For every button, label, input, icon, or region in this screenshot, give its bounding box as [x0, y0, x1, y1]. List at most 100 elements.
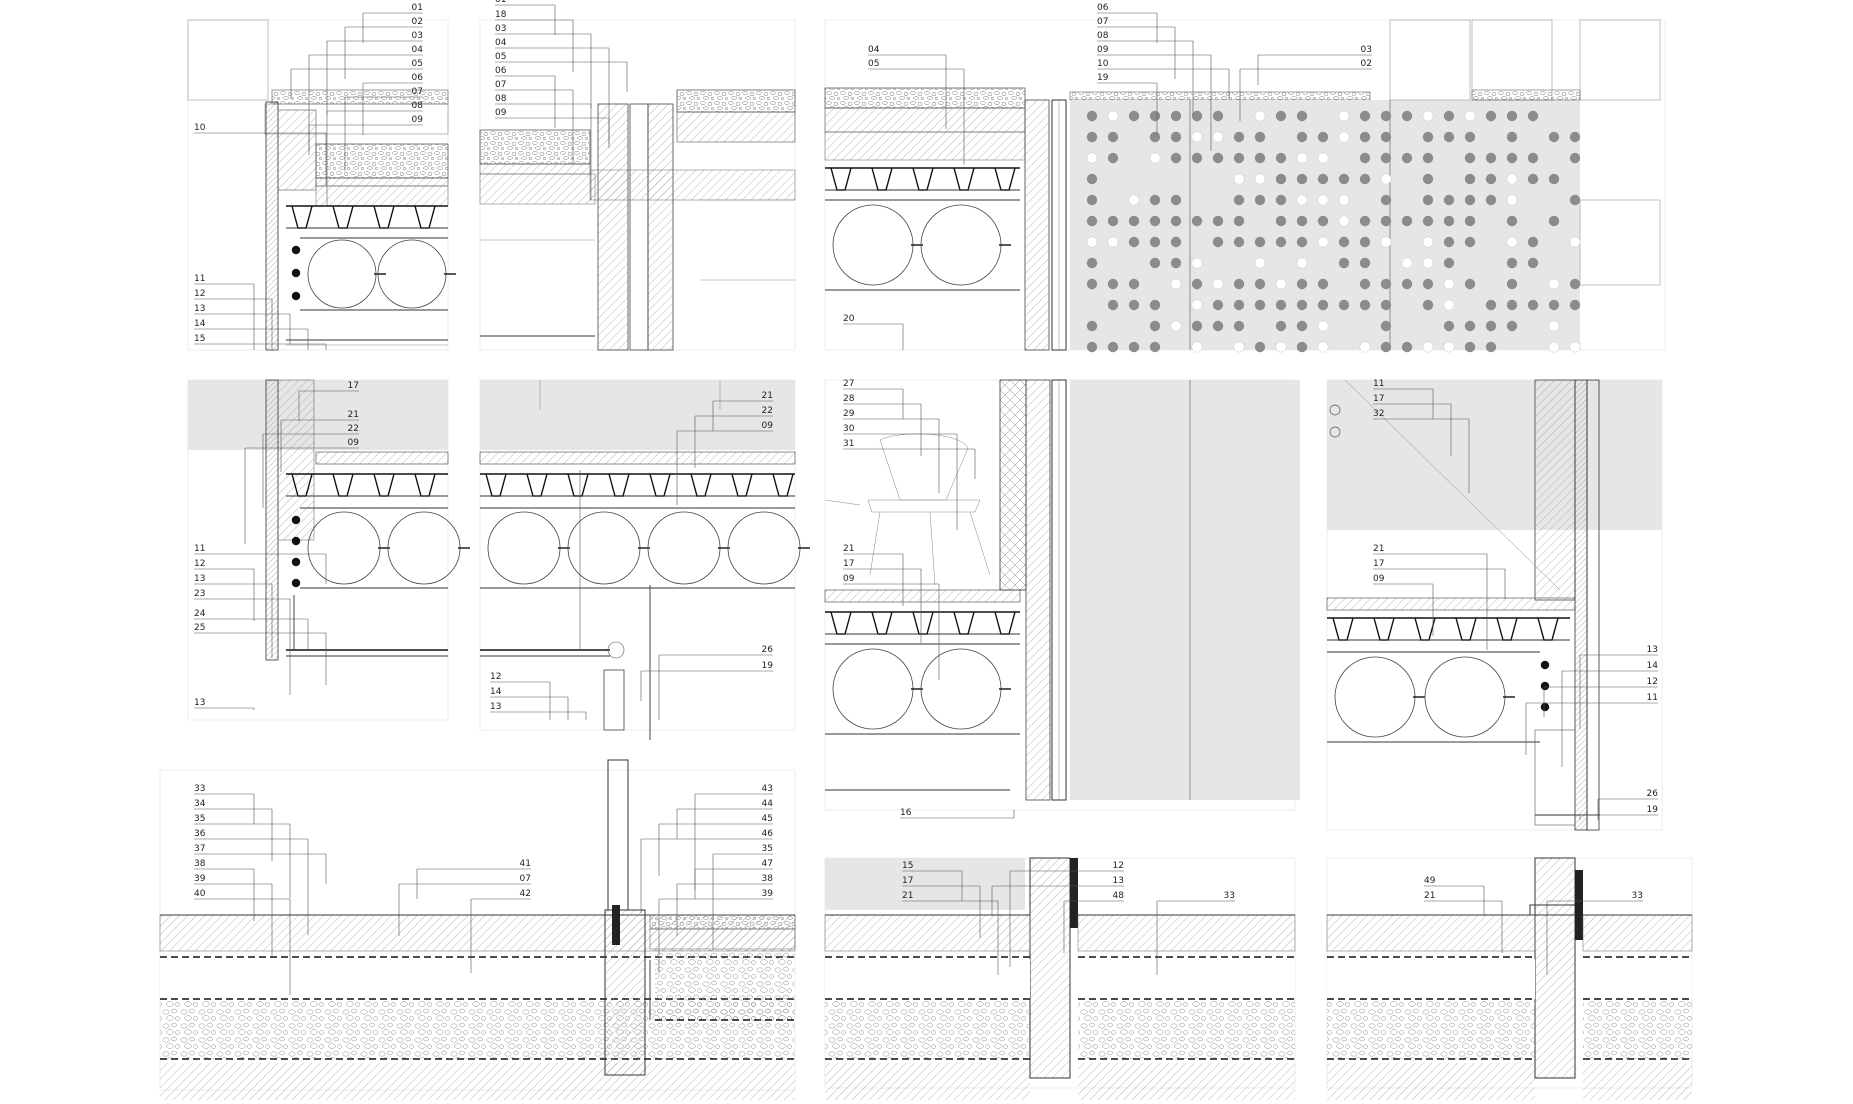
callout-number: 21 — [902, 891, 913, 901]
perforation-dot — [1464, 110, 1476, 122]
callout-number: 03 — [412, 31, 423, 41]
fixing-bolt — [291, 245, 301, 255]
ground-slab — [1326, 914, 1536, 952]
callout-number: 31 — [843, 439, 854, 449]
floor-finish — [1326, 597, 1576, 611]
perforation-dot — [1485, 110, 1497, 122]
hollowcore-void — [920, 648, 1002, 730]
perforation-dot — [1191, 341, 1203, 353]
callout-number: 28 — [843, 394, 855, 404]
perforation-dot — [1296, 131, 1308, 143]
perforation-dot — [1422, 341, 1434, 353]
perforation-dot — [1359, 299, 1371, 311]
perforation-dot — [1464, 131, 1476, 143]
hollowcore-void — [832, 204, 914, 286]
outlet-symbol — [1329, 426, 1341, 438]
callout-number: 04 — [495, 38, 507, 48]
perforation-dot — [1506, 173, 1518, 185]
perforation-dot — [1149, 152, 1161, 164]
callout-number: 11 — [1373, 379, 1384, 389]
perforation-dot — [1338, 299, 1350, 311]
callout-number: 17 — [348, 381, 359, 391]
perforation-dot — [1548, 320, 1560, 332]
callout-number: 37 — [194, 844, 205, 854]
perforation-dot — [1506, 110, 1518, 122]
drainage-gravel — [649, 914, 796, 930]
hollowcore-void — [727, 511, 801, 585]
perforation-dot — [1317, 236, 1329, 248]
perforation-dot — [1296, 194, 1308, 206]
perforation-dot — [1443, 278, 1455, 290]
callout-number: 17 — [1373, 559, 1384, 569]
perforation-dot — [1086, 215, 1098, 227]
deck-rib — [690, 473, 712, 497]
perforation-dot — [1380, 152, 1392, 164]
perforation-dot — [1086, 341, 1098, 353]
perforation-dot — [1506, 278, 1518, 290]
roof-insulation — [676, 111, 796, 143]
slab-edge-beam — [1024, 99, 1050, 351]
perforation-dot — [1128, 194, 1140, 206]
callout-number: 09 — [1373, 574, 1385, 584]
perforation-dot — [1401, 152, 1413, 164]
perforation-dot — [1149, 320, 1161, 332]
upstand — [277, 109, 317, 191]
hollowcore-void — [307, 239, 377, 309]
perforation-dot — [1380, 341, 1392, 353]
roof-gravel — [676, 89, 796, 113]
perforation-dot — [1527, 299, 1539, 311]
deck-rib — [485, 473, 507, 497]
column-web — [629, 103, 649, 351]
sub-base — [1583, 959, 1692, 999]
parapet-box — [1471, 19, 1553, 101]
floor-finish — [315, 451, 449, 465]
perforation-dot — [1212, 152, 1224, 164]
perforation-dot — [1401, 215, 1413, 227]
callout-number: 17 — [1373, 394, 1384, 404]
deck-rib — [830, 611, 852, 635]
deck-rib — [373, 473, 395, 497]
perforation-dot — [1254, 173, 1266, 185]
perforation-dot — [1275, 236, 1287, 248]
perforation-dot — [1212, 320, 1224, 332]
soil — [160, 1063, 795, 1103]
perforation-dot — [1233, 320, 1245, 332]
perforation-dot — [1170, 152, 1182, 164]
perforation-dot — [1464, 194, 1476, 206]
perforation-dot — [1170, 320, 1182, 332]
fixing-bolt — [1540, 681, 1550, 691]
perforation-dot — [1464, 173, 1476, 185]
facade-wall — [1025, 379, 1051, 801]
perforation-dot — [1443, 257, 1455, 269]
perforation-dot — [1296, 236, 1308, 248]
perforation-dot — [1422, 110, 1434, 122]
perforation-dot — [1359, 278, 1371, 290]
perforation-dot — [1527, 110, 1539, 122]
callout-number: 47 — [762, 859, 773, 869]
perforation-dot — [1296, 278, 1308, 290]
callout-number: 09 — [843, 574, 855, 584]
perforation-dot — [1359, 152, 1371, 164]
perforation-dot — [1254, 341, 1266, 353]
deck-rib — [830, 167, 852, 191]
perforation-dot — [1296, 257, 1308, 269]
deck-rib — [1537, 617, 1559, 641]
perforation-dot — [1275, 173, 1287, 185]
waterproofing — [1070, 858, 1078, 928]
ground-slab — [824, 914, 1031, 952]
deck-rib — [414, 205, 436, 229]
hollowcore-void — [832, 648, 914, 730]
facade-cladding — [1586, 379, 1600, 831]
chair-leg — [869, 511, 881, 576]
chair-leg — [969, 511, 991, 576]
roof-insulation — [824, 107, 1026, 133]
fixing-bolt — [1540, 660, 1550, 670]
perforation-dot — [1317, 173, 1329, 185]
perforation-dot — [1527, 257, 1539, 269]
perforation-dot — [1380, 278, 1392, 290]
callout-number: 06 — [1097, 3, 1109, 13]
callout-number: 45 — [762, 814, 773, 824]
perforation-dot — [1296, 215, 1308, 227]
callout-number: 38 — [194, 859, 206, 869]
perforation-dot — [1149, 257, 1161, 269]
